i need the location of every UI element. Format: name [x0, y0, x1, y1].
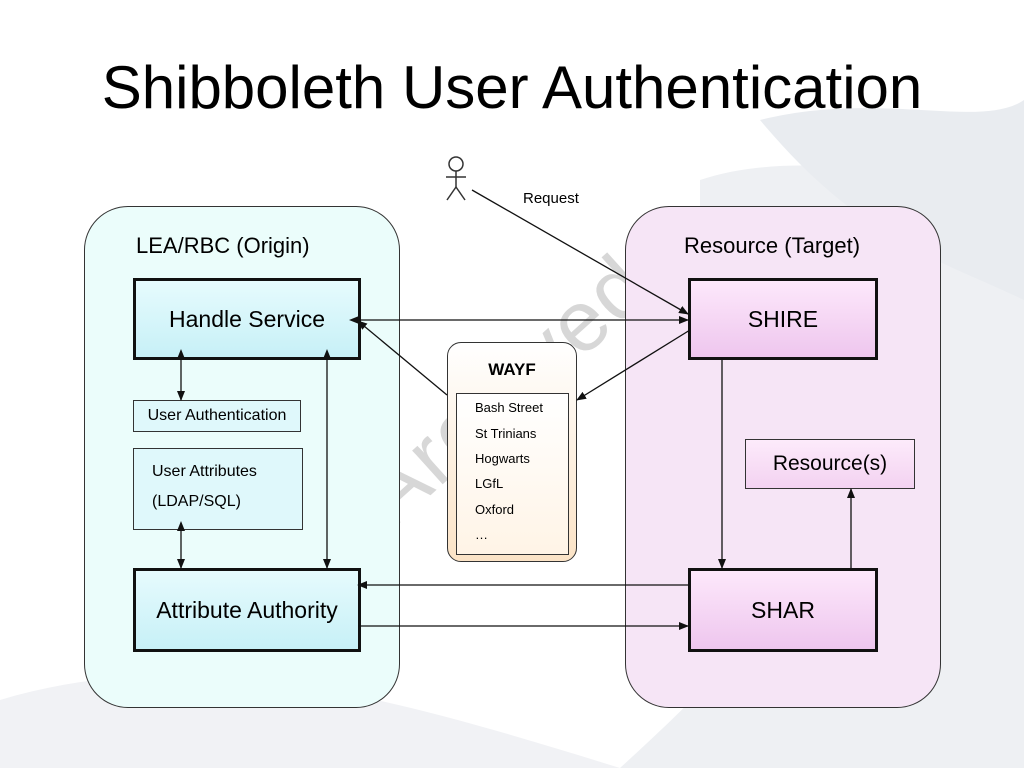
handle-service-label: Handle Service: [169, 305, 325, 332]
attribute-authority-label: Attribute Authority: [156, 596, 338, 623]
resources-label: Resource(s): [772, 452, 888, 475]
request-label: Request: [523, 190, 579, 207]
shire-box[interactable]: SHIRE: [688, 278, 878, 360]
user-attributes-box[interactable]: User Attributes (LDAP/SQL): [133, 448, 303, 530]
wayf-list: Bash Street St Trinians Hogwarts LGfL Ox…: [456, 393, 569, 555]
wayf-item-bash-street[interactable]: Bash Street: [475, 400, 543, 415]
shar-label: SHAR: [751, 596, 815, 623]
wayf-item-hogwarts[interactable]: Hogwarts: [475, 451, 530, 466]
resources-box[interactable]: Resource(s): [745, 439, 915, 489]
user-attributes-label: User Attributes: [152, 463, 257, 480]
attribute-authority-box[interactable]: Attribute Authority: [133, 568, 361, 652]
user-authentication-box[interactable]: User Authentication: [133, 400, 301, 432]
shar-box[interactable]: SHAR: [688, 568, 878, 652]
target-region-label: Resource (Target): [684, 233, 861, 258]
wayf-box[interactable]: WAYF Bash Street St Trinians Hogwarts LG…: [447, 342, 577, 562]
wayf-item-more[interactable]: …: [475, 527, 488, 542]
user-icon: [446, 156, 466, 201]
origin-region-label: LEA/RBC (Origin): [136, 233, 310, 258]
wayf-item-st-trinians[interactable]: St Trinians: [475, 426, 537, 441]
wayf-item-lgfl[interactable]: LGfL: [475, 476, 504, 491]
user-attributes-source-label: (LDAP/SQL): [152, 493, 241, 510]
handle-service-box[interactable]: Handle Service: [133, 278, 361, 360]
user-authentication-label: User Authentication: [147, 407, 287, 424]
shire-label: SHIRE: [747, 305, 819, 332]
wayf-item-oxford[interactable]: Oxford: [475, 502, 515, 517]
page-title: Shibboleth User Authentication: [101, 54, 923, 121]
wayf-title: WAYF: [488, 360, 536, 379]
